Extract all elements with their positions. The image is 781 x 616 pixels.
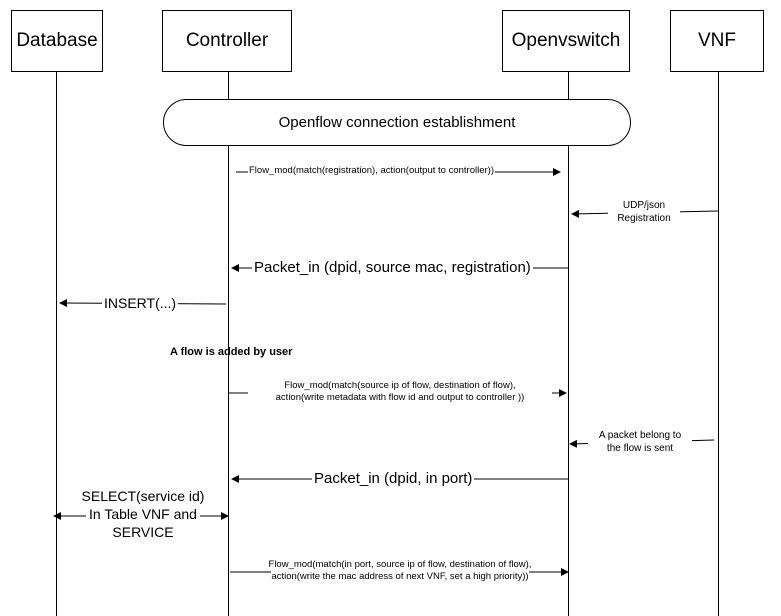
vnf-label: VNF: [698, 30, 736, 51]
controller-label: Controller: [185, 30, 269, 51]
vnf-lifeline: [718, 72, 719, 616]
database-lifeline: [56, 72, 57, 616]
controller-box: Controller: [162, 10, 292, 72]
database-box: Database: [11, 10, 103, 72]
insert-label: INSERT(...): [102, 295, 179, 313]
udp-json-label: UDP/json Registration: [608, 200, 680, 225]
openvswitch-lifeline: [568, 72, 569, 616]
openvswitch-label: Openvswitch: [511, 30, 621, 51]
banner-label: Openflow connection establishment: [278, 114, 516, 131]
packet-in-registration-label: Packet_in (dpid, source mac, registratio…: [252, 259, 533, 278]
database-label: Database: [16, 30, 98, 51]
flow-added-note: A flow is added by user: [170, 346, 293, 358]
flowmod-next-vnf-label: Flow_mod(match(in port, source ip of flo…: [268, 559, 532, 582]
flowmod-registration-label: Flow_mod(match(registration), action(out…: [248, 165, 495, 177]
packet-in-port-label: Packet_in (dpid, in port): [312, 470, 475, 489]
openvswitch-box: Openvswitch: [502, 10, 630, 72]
packet-flow-label: A packet belong to the flow is sent: [588, 430, 692, 455]
select-label: SELECT(service id) In Table VNF and SERV…: [81, 488, 205, 541]
flowmod-metadata-label: Flow_mod(match(source ip of flow, destin…: [248, 380, 552, 404]
vnf-box: VNF: [670, 10, 764, 72]
controller-lifeline: [228, 72, 229, 616]
connection-establishment-banner: Openflow connection establishment: [163, 99, 631, 146]
